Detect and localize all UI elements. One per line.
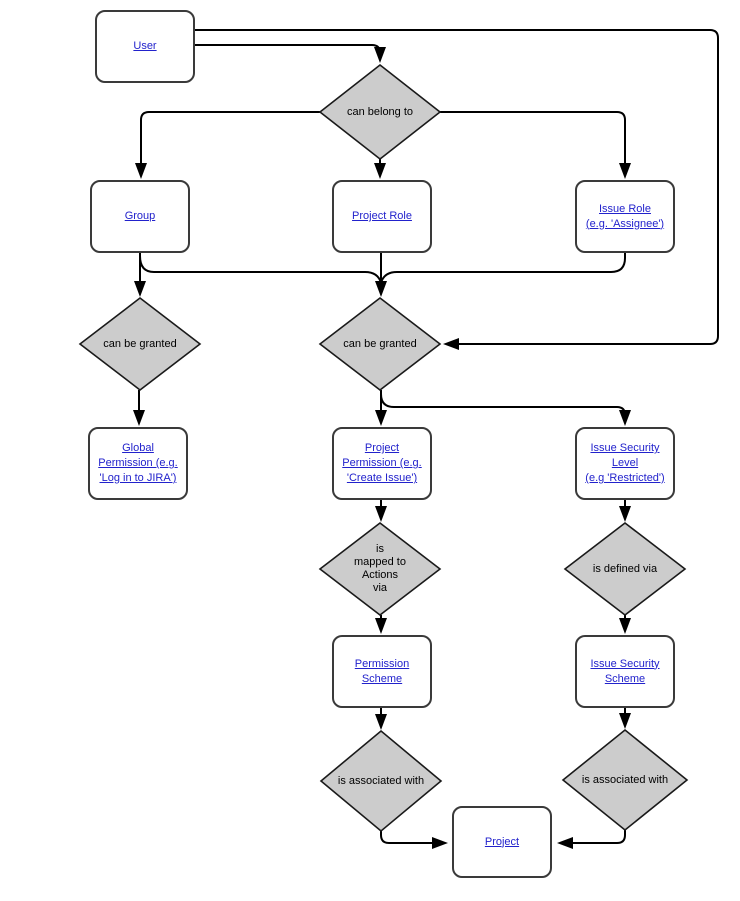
issue-role-link[interactable]: Issue Role (e.g. 'Assignee') (586, 202, 664, 232)
connector-user-to-can-belong-to (195, 44, 386, 63)
label-line: (e.g. 'Assignee') (585, 217, 665, 230)
user-link[interactable]: User (133, 39, 156, 54)
label-line: 'Log in to JIRA') (99, 472, 177, 484)
label-line: Issue Role (599, 202, 651, 215)
label-line: Permission (e.g. (342, 457, 422, 469)
permission-scheme-link[interactable]: Permission Scheme (355, 657, 409, 687)
node-user: User (95, 10, 195, 83)
connector-can-belong-to-to-issue-role (440, 111, 631, 179)
decision-is-defined-via-shape (563, 521, 687, 617)
group-link[interactable]: Group (125, 209, 156, 224)
node-project-role: Project Role (332, 180, 432, 253)
connector-user-to-can-be-granted-mid (195, 29, 719, 350)
project-role-link[interactable]: Project Role (352, 209, 412, 224)
decision-can-be-granted-mid-shape (318, 296, 442, 392)
decision-is-associated-right-shape (561, 728, 689, 832)
node-project: Project (452, 806, 552, 878)
label-line: Permission (354, 657, 410, 670)
label-line: Project (364, 442, 400, 454)
label-line: Issue Security (590, 442, 660, 454)
label-line: 'Create Issue') (346, 472, 418, 484)
node-issue-role: Issue Role (e.g. 'Assignee') (575, 180, 675, 253)
connector-is-associated-right-to-project (557, 830, 626, 849)
node-global-permission: Global Permission (e.g. 'Log in to JIRA'… (88, 427, 188, 500)
issue-security-scheme-link[interactable]: Issue Security Scheme (590, 657, 659, 687)
issue-security-level-link[interactable]: Issue Security Level (e.g 'Restricted') (585, 441, 664, 486)
label-line: Project Role (352, 210, 412, 222)
decision-can-belong-to-shape (318, 63, 442, 161)
node-group: Group (90, 180, 190, 253)
decision-is-associated-left-shape (319, 729, 443, 833)
label-line: Global (122, 442, 154, 454)
project-link[interactable]: Project (485, 835, 519, 850)
node-issue-security-level: Issue Security Level (e.g 'Restricted') (575, 427, 675, 500)
connector-can-belong-to-to-group (135, 111, 320, 179)
label-line: Level (611, 457, 639, 469)
decision-can-be-granted-left-shape (78, 296, 202, 392)
label-line: Project (484, 835, 520, 848)
label-line: (e.g 'Restricted') (585, 472, 665, 484)
project-permission-link[interactable]: Project Permission (e.g. 'Create Issue') (342, 441, 421, 486)
global-permission-link[interactable]: Global Permission (e.g. 'Log in to JIRA'… (98, 441, 177, 486)
decision-is-mapped-shape (318, 521, 442, 617)
connector-is-associated-left-to-project (380, 831, 448, 849)
connector-can-be-granted-mid-to-issue-security-level (380, 393, 631, 426)
label-line: Group (124, 210, 156, 222)
node-project-permission: Project Permission (e.g. 'Create Issue') (332, 427, 432, 500)
label-line: User (133, 40, 157, 52)
node-permission-scheme: Permission Scheme (332, 635, 432, 708)
label-line: Permission (e.g. (98, 457, 178, 469)
connector-group-branch-to-mid (139, 255, 382, 284)
connector-issue-role-branch-to-mid (380, 253, 626, 284)
node-issue-security-scheme: Issue Security Scheme (575, 635, 675, 708)
label-line: Issue Security (590, 657, 660, 670)
label-line: Scheme (604, 672, 646, 685)
label-line: Scheme (361, 672, 403, 685)
